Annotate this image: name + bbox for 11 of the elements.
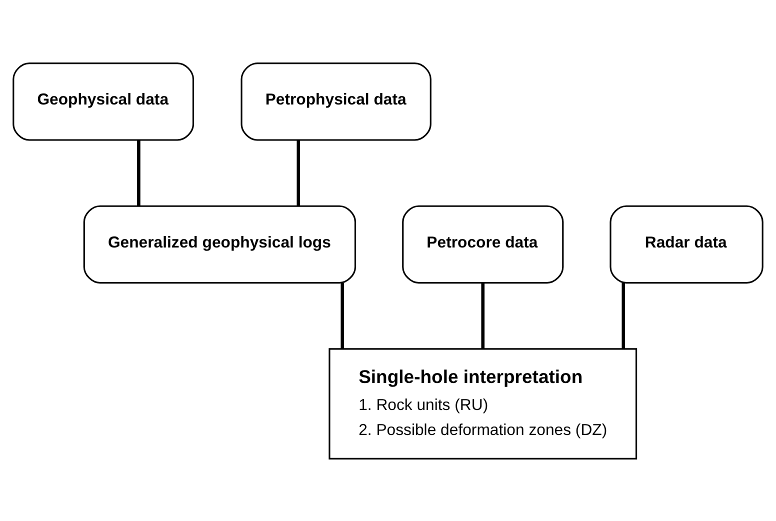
node-box: Single-hole interpretation 1. Rock units (RU) 2. Possible deformation zones (DZ) (328, 348, 638, 459)
node-box: Geophysical data (12, 62, 194, 140)
node-box: Generalized geophysical logs (83, 204, 356, 284)
connector (296, 140, 300, 206)
node-box: Radar data (610, 204, 764, 284)
connector (622, 282, 626, 348)
node-box: Petrophysical data (240, 62, 432, 140)
connector (340, 282, 344, 348)
node-box: Petrocore data (402, 204, 564, 284)
connector (137, 140, 140, 206)
connector (481, 282, 485, 348)
